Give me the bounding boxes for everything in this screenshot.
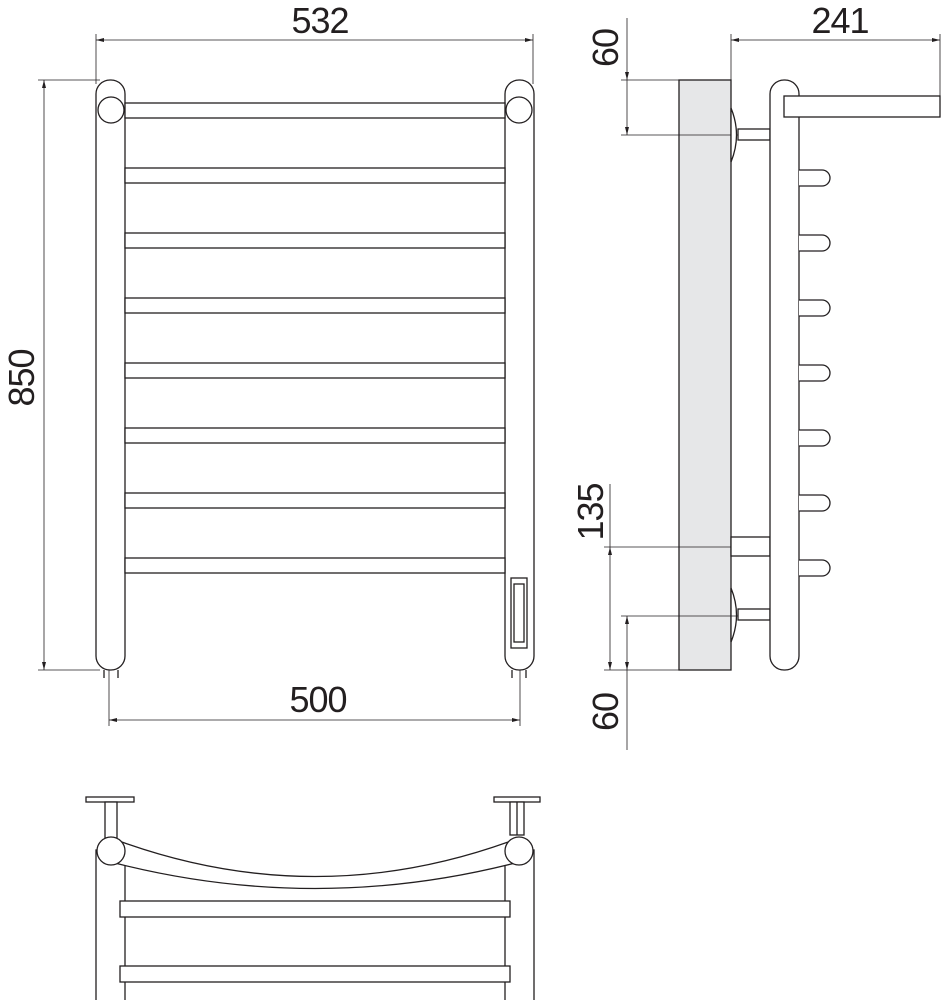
side-post bbox=[769, 79, 800, 671]
top-view-left-joint bbox=[96, 836, 126, 866]
dimension-label-532: 532 bbox=[291, 0, 348, 41]
top-shelf-arm bbox=[783, 95, 941, 118]
upper-wall-mount bbox=[730, 107, 771, 163]
crossbar bbox=[124, 492, 506, 509]
side-view: 241 60 bbox=[570, 0, 941, 750]
hook bbox=[799, 299, 831, 317]
left-standoff bbox=[104, 801, 118, 839]
dimension-label-135: 135 bbox=[570, 483, 611, 540]
dimension-front-width-bottom: 500 bbox=[108, 670, 521, 726]
dimension-label-241: 241 bbox=[811, 0, 868, 41]
side-hooks bbox=[799, 169, 831, 577]
hook bbox=[799, 559, 831, 577]
dimension-label-60-bottom: 60 bbox=[585, 693, 626, 731]
front-view: 532 850 bbox=[1, 0, 535, 726]
crossbar bbox=[124, 232, 506, 249]
hook bbox=[799, 494, 831, 512]
control-switch-inner bbox=[513, 583, 525, 643]
heating-element-block bbox=[730, 536, 771, 557]
dimension-side-top-offset: 60 bbox=[585, 18, 770, 136]
top-right-joint bbox=[505, 96, 533, 124]
dimension-front-width-top: 532 bbox=[95, 0, 534, 84]
lower-wall-mount bbox=[730, 587, 771, 643]
hook bbox=[799, 234, 831, 252]
dimension-front-height: 850 bbox=[1, 79, 100, 671]
dimension-label-850: 850 bbox=[1, 349, 42, 406]
hook bbox=[799, 429, 831, 447]
dimension-side-spacing: 135 bbox=[570, 483, 731, 671]
dimension-side-depth: 241 bbox=[730, 0, 941, 96]
crossbar bbox=[124, 167, 506, 184]
dimension-label-60-top: 60 bbox=[585, 29, 626, 67]
left-wall-flange bbox=[85, 796, 135, 803]
wall bbox=[678, 79, 732, 671]
top-left-joint bbox=[97, 96, 125, 124]
dimension-label-500: 500 bbox=[289, 679, 346, 720]
top-view-right-joint bbox=[504, 836, 534, 866]
top-view-rail-1 bbox=[119, 900, 511, 918]
crossbar bbox=[124, 427, 506, 444]
crossbar bbox=[124, 102, 506, 119]
front-crossbars bbox=[124, 102, 506, 574]
control-switch bbox=[510, 577, 528, 649]
crossbar bbox=[124, 557, 506, 574]
dimension-side-bottom-offset: 60 bbox=[585, 615, 738, 750]
top-view bbox=[85, 796, 541, 1000]
right-wall-flange bbox=[493, 796, 541, 803]
top-view-rail-2 bbox=[119, 965, 511, 983]
hook bbox=[799, 169, 831, 187]
curved-shelf bbox=[110, 837, 520, 890]
hook bbox=[799, 364, 831, 382]
crossbar bbox=[124, 362, 506, 379]
left-post bbox=[95, 79, 126, 671]
crossbar bbox=[124, 297, 506, 314]
